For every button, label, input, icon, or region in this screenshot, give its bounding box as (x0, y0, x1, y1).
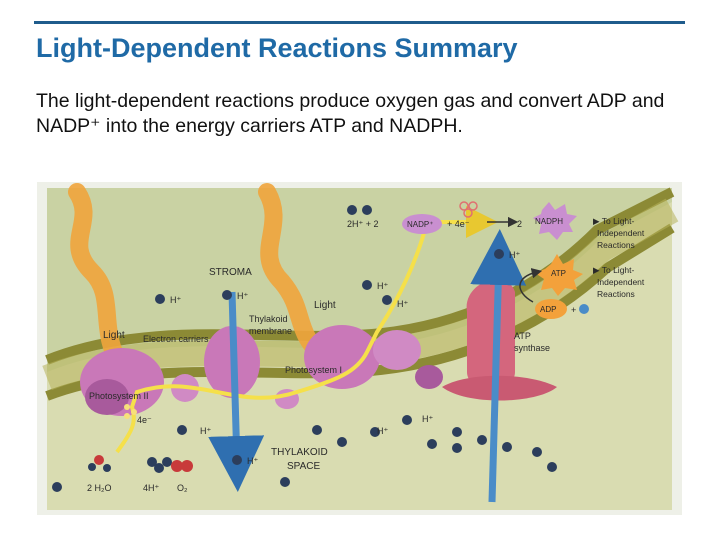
label-h-plus-6: H⁺ (200, 426, 211, 436)
label-thylakoid-space-2: SPACE (287, 461, 320, 472)
label-water: 2 H₂O (87, 483, 112, 493)
label-nadp-plus: NADP⁺ (407, 220, 433, 229)
label-h-plus-3: H⁺ (377, 281, 388, 291)
light-reactions-diagram: STROMA THYLAKOID SPACE Light Light Elect… (37, 182, 682, 515)
nadp-oval (402, 214, 442, 234)
label-to-lir-2b: Independent (597, 277, 645, 287)
label-electron-carriers: Electron carriers (143, 334, 209, 344)
label-to-lir-1b: Independent (597, 228, 645, 238)
label-atp-synthase-1: ATP (514, 331, 531, 341)
proton-pump-arrow (208, 291, 265, 492)
label-h-plus-4: H⁺ (397, 299, 408, 309)
label-arrow-2: 2 (517, 219, 522, 229)
label-thylakoid-membrane-2: membrane (249, 326, 292, 336)
label-stroma: STROMA (209, 267, 252, 278)
photosystem-i-shape (304, 325, 380, 389)
photosystem-ii-inner (85, 379, 129, 415)
proton-atp-synthase-arrow (470, 229, 527, 503)
label-to-lir-2a: ▶ To Light- (593, 265, 635, 275)
photosystem-i-extra (415, 365, 443, 389)
label-h-plus-5: H⁺ (509, 250, 520, 260)
label-h-plus-2: H⁺ (237, 291, 248, 301)
atp-synthase-shape (466, 279, 515, 389)
slide-body-text: The light-dependent reactions produce ox… (36, 90, 665, 137)
electron-flow-path (115, 206, 498, 454)
label-adp: ADP (540, 305, 556, 314)
label-h-plus-9: H⁺ (422, 414, 433, 424)
label-photosystem-ii: Photosystem II (89, 391, 149, 401)
atp-synthase-base (442, 375, 557, 401)
light-arrow-left (68, 183, 131, 376)
nadph-burst (533, 202, 577, 240)
label-atp: ATP (551, 269, 566, 278)
label-oxygen: O₂ (177, 483, 188, 493)
label-photosystem-i: Photosystem I (285, 365, 342, 375)
label-to-lir-1c: Reactions (597, 240, 635, 250)
title-rule (34, 21, 685, 24)
label-light-left: Light (103, 330, 125, 341)
label-nadph: NADPH (535, 217, 563, 226)
label-thylakoid-membrane-1: Thylakoid (249, 314, 288, 324)
proton-molecules (52, 205, 557, 492)
label-4e-minus: 4e⁻ (137, 415, 152, 425)
label-to-lir-1a: ▶ To Light- (593, 216, 635, 226)
diagram-canvas: STROMA THYLAKOID SPACE Light Light Elect… (42, 183, 679, 510)
label-to-lir-2c: Reactions (597, 289, 635, 299)
photosystem-i-side (373, 330, 421, 370)
label-h-plus-1: H⁺ (170, 295, 181, 305)
label-atp-synthase-2: synthase (514, 343, 550, 353)
label-plus-4e: + 4e⁻ (447, 219, 470, 229)
slide-title: Light-Dependent Reactions Summary (36, 33, 518, 63)
label-4h-plus: 4H⁺ (143, 483, 160, 493)
light-arrow-mid (258, 183, 336, 369)
water-oxygen-molecules (88, 201, 478, 472)
label-light-mid: Light (314, 300, 336, 311)
phosphate-dot (579, 304, 589, 314)
label-h-plus-7: H⁺ (247, 456, 258, 466)
label-nadph-eq-left: 2H⁺ + 2 (347, 219, 379, 229)
label-thylakoid-space-1: THYLAKOID (271, 447, 328, 458)
label-h-plus-8: H⁺ (377, 426, 388, 436)
atp-burst (535, 254, 583, 296)
label-plus: + (571, 305, 576, 315)
adp-oval (535, 299, 567, 319)
adp-to-atp-arrow (519, 268, 543, 303)
